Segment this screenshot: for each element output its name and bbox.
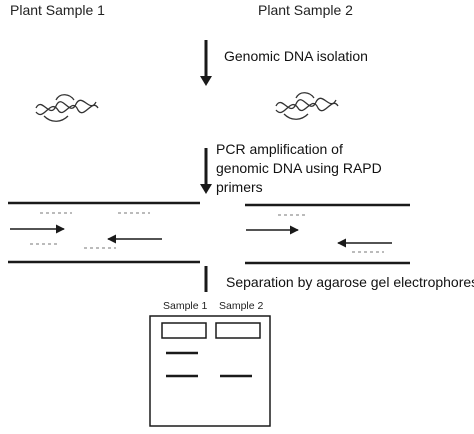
pcr-template-sample-1 — [8, 201, 200, 264]
gel-lane-1-label: Sample 1 — [163, 300, 208, 312]
pcr-label-line-2: genomic DNA using RAPD — [216, 160, 382, 176]
gel-well-lane-1 — [161, 322, 207, 339]
gel-electrophoresis-label: Separation by agarose gel electrophoresi… — [226, 274, 474, 290]
gel-well-lane-2 — [215, 322, 261, 339]
genomic-dna-squiggle-1 — [35, 94, 99, 122]
gel-lane-2-label: Sample 2 — [219, 300, 264, 312]
process-arrow-2 — [200, 148, 212, 194]
genomic-dna-squiggle-2 — [275, 92, 339, 120]
pcr-template-sample-2 — [245, 203, 410, 265]
pcr-label-line-3: primers — [216, 179, 263, 195]
plant-sample-2-title: Plant Sample 2 — [258, 2, 353, 18]
pcr-label-line-1: PCR amplification of — [216, 141, 343, 157]
process-arrow-1 — [200, 40, 212, 86]
agarose-gel — [149, 315, 271, 427]
plant-sample-1-title: Plant Sample 1 — [10, 2, 105, 18]
pcr-amplification-label: PCR amplification of genomic DNA using R… — [216, 140, 382, 197]
genomic-dna-isolation-label: Genomic DNA isolation — [224, 48, 368, 64]
